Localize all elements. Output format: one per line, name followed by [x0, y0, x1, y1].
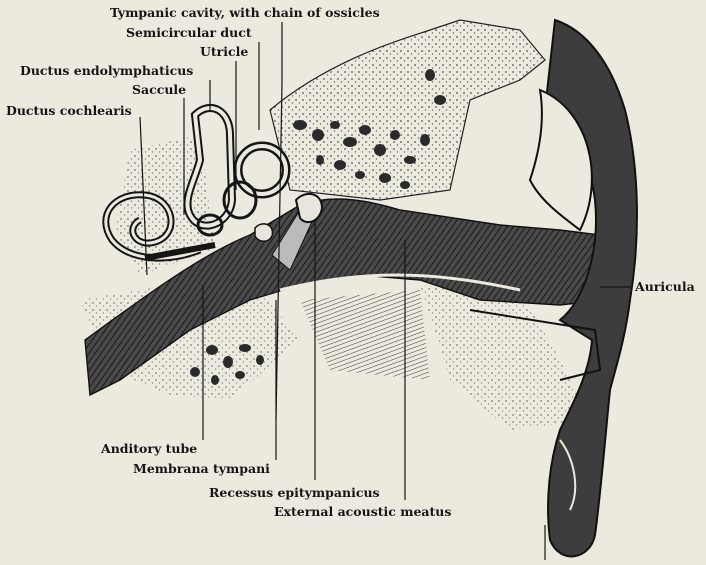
label-semicircular-duct: Semicircular duct — [126, 26, 252, 40]
label-auricula: Auricula — [635, 280, 695, 294]
label-utricle: Utricle — [200, 45, 248, 59]
label-recessus-epitympanicus: Recessus epitympanicus — [209, 486, 380, 500]
label-saccule: Saccule — [132, 83, 186, 97]
label-external-acoustic-meatus: External acoustic meatus — [274, 505, 451, 519]
fibrous-tissue — [300, 290, 430, 380]
label-ductus-cochlearis: Ductus cochlearis — [6, 104, 132, 118]
label-ductus-endolymphaticus: Ductus endolymphaticus — [20, 64, 193, 78]
label-membrana-tympani: Membrana tympani — [133, 462, 270, 476]
label-auditory-tube: Anditory tube — [101, 442, 197, 456]
label-tympanic-cavity: Tympanic cavity, with chain of ossicles — [110, 6, 380, 20]
